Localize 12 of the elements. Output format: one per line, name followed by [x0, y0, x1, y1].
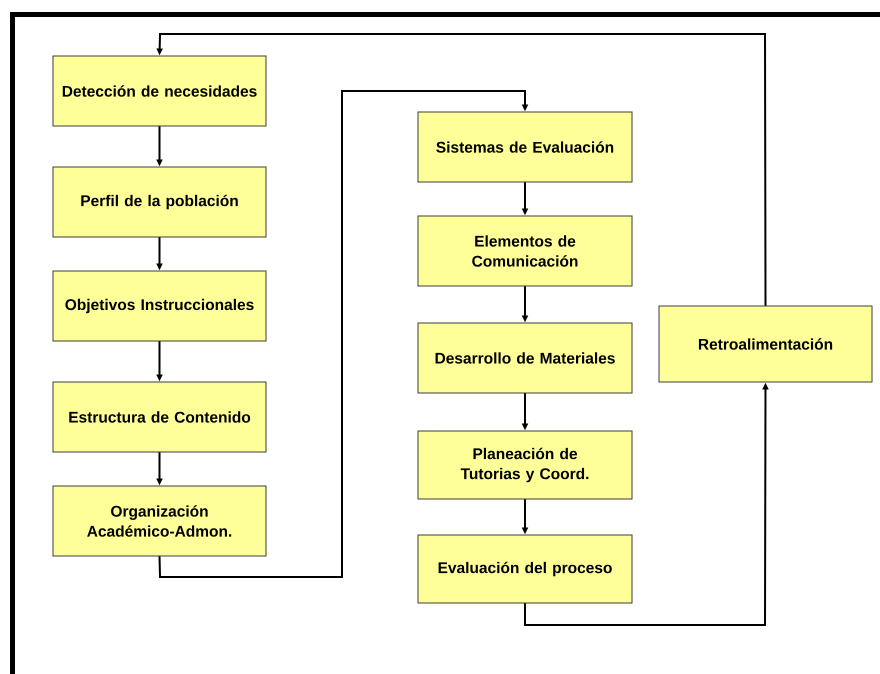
process-box: Perfil de la población: [52, 166, 266, 238]
process-box: Planeación de Tutorias y Coord.: [418, 430, 632, 500]
process-box: Elementos de Comunicación: [418, 216, 632, 286]
arrow: [158, 90, 528, 578]
process-box: Sistemas de Evaluación: [418, 112, 632, 182]
process-box: Objetivos Instruccionales: [52, 270, 266, 342]
process-box: Estructura de Contenido: [52, 382, 266, 452]
process-box: Organización Académico-Admon.: [52, 486, 266, 556]
process-box: Retroalimentación: [658, 306, 872, 382]
process-box: Desarrollo de Materiales: [418, 322, 632, 394]
process-box: Detección de necesidades: [52, 56, 266, 126]
process-box: Evaluación del proceso: [418, 534, 632, 604]
